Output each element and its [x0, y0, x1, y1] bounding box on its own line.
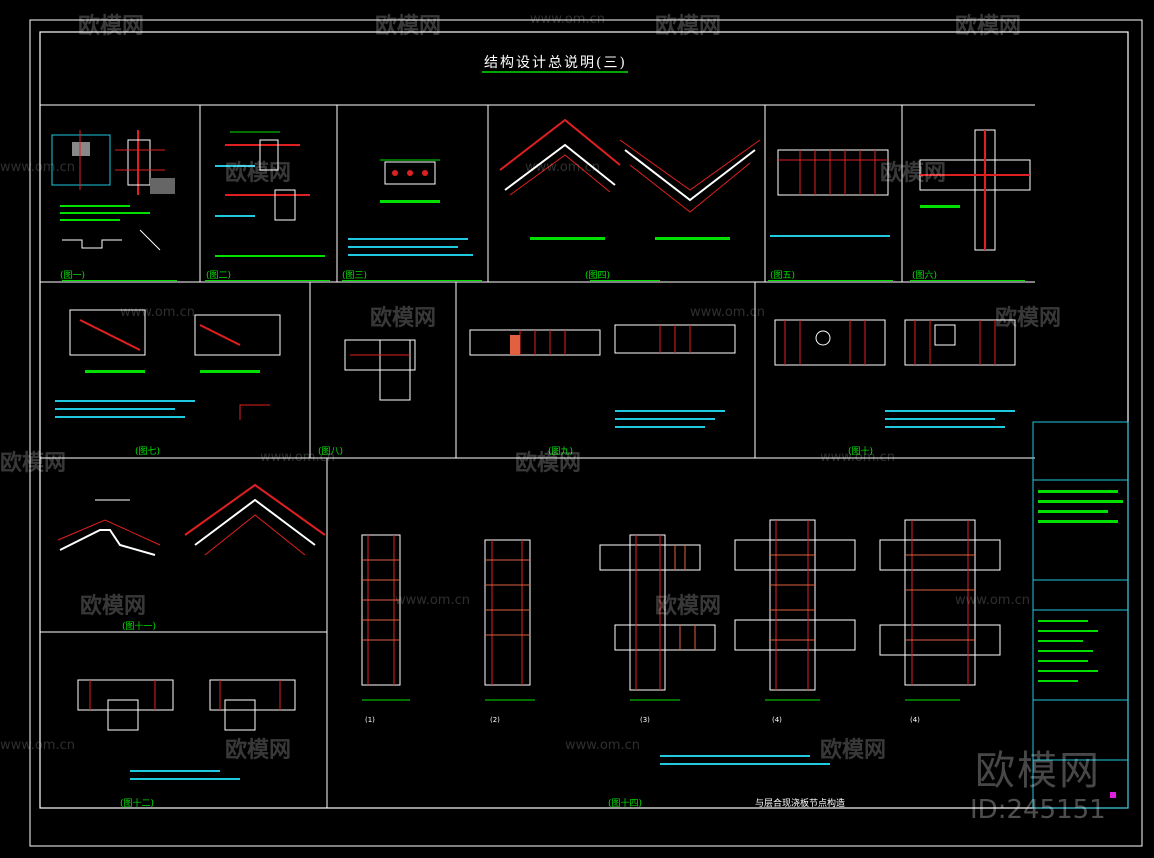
title-block	[1032, 421, 1129, 809]
drawing-title: 结构设计总说明(三)	[484, 55, 627, 71]
fig5-detail	[770, 149, 890, 237]
fig4-detail	[499, 118, 761, 240]
fig12-detail	[77, 679, 296, 780]
fig8-detail	[344, 339, 416, 401]
node-5	[879, 519, 1001, 701]
detail-label: (3)	[640, 716, 650, 724]
figure-caption: (图一)	[60, 271, 86, 281]
figure-caption: (图五)	[770, 271, 796, 281]
row1-columns	[199, 105, 903, 282]
detail-label: (2)	[490, 716, 500, 724]
detail-label: (1)	[365, 716, 375, 724]
detail-label: (4)	[910, 716, 920, 724]
fig7-detail	[55, 309, 281, 420]
figure-caption-tail: 与层合现浇板节点构造	[755, 799, 846, 809]
figure-caption: (图十四)	[608, 799, 643, 809]
node-4	[734, 519, 856, 701]
figure-caption: (图十)	[848, 447, 874, 457]
figure-caption: (图六)	[912, 271, 938, 281]
detail-label: (4)	[772, 716, 782, 724]
figure-caption: (图九)	[548, 447, 574, 457]
fig10-detail	[774, 319, 1016, 428]
figure-caption: (图二)	[206, 271, 232, 281]
outer-frame	[29, 19, 1143, 847]
caption-underlines	[62, 280, 1025, 281]
figure-caption: (图三)	[342, 271, 368, 281]
inner-frame	[39, 31, 1129, 809]
figure-caption: (图七)	[135, 447, 161, 457]
fig1-detail	[51, 130, 175, 251]
fig14-nodes	[361, 519, 1001, 765]
figure-caption: (图四)	[585, 271, 611, 281]
fig11-detail	[57, 483, 326, 556]
figure-caption: (图十一)	[122, 622, 157, 632]
node-2	[484, 539, 535, 701]
figure-caption: (图十二)	[120, 799, 155, 809]
node-3	[599, 534, 716, 701]
fig3-detail	[348, 159, 473, 256]
fig2-detail	[215, 131, 325, 257]
fig6-detail	[919, 129, 1031, 251]
figure-caption: (图八)	[318, 447, 344, 457]
node-1	[361, 534, 410, 701]
row2-columns	[309, 282, 756, 458]
fig9-detail	[469, 324, 736, 428]
